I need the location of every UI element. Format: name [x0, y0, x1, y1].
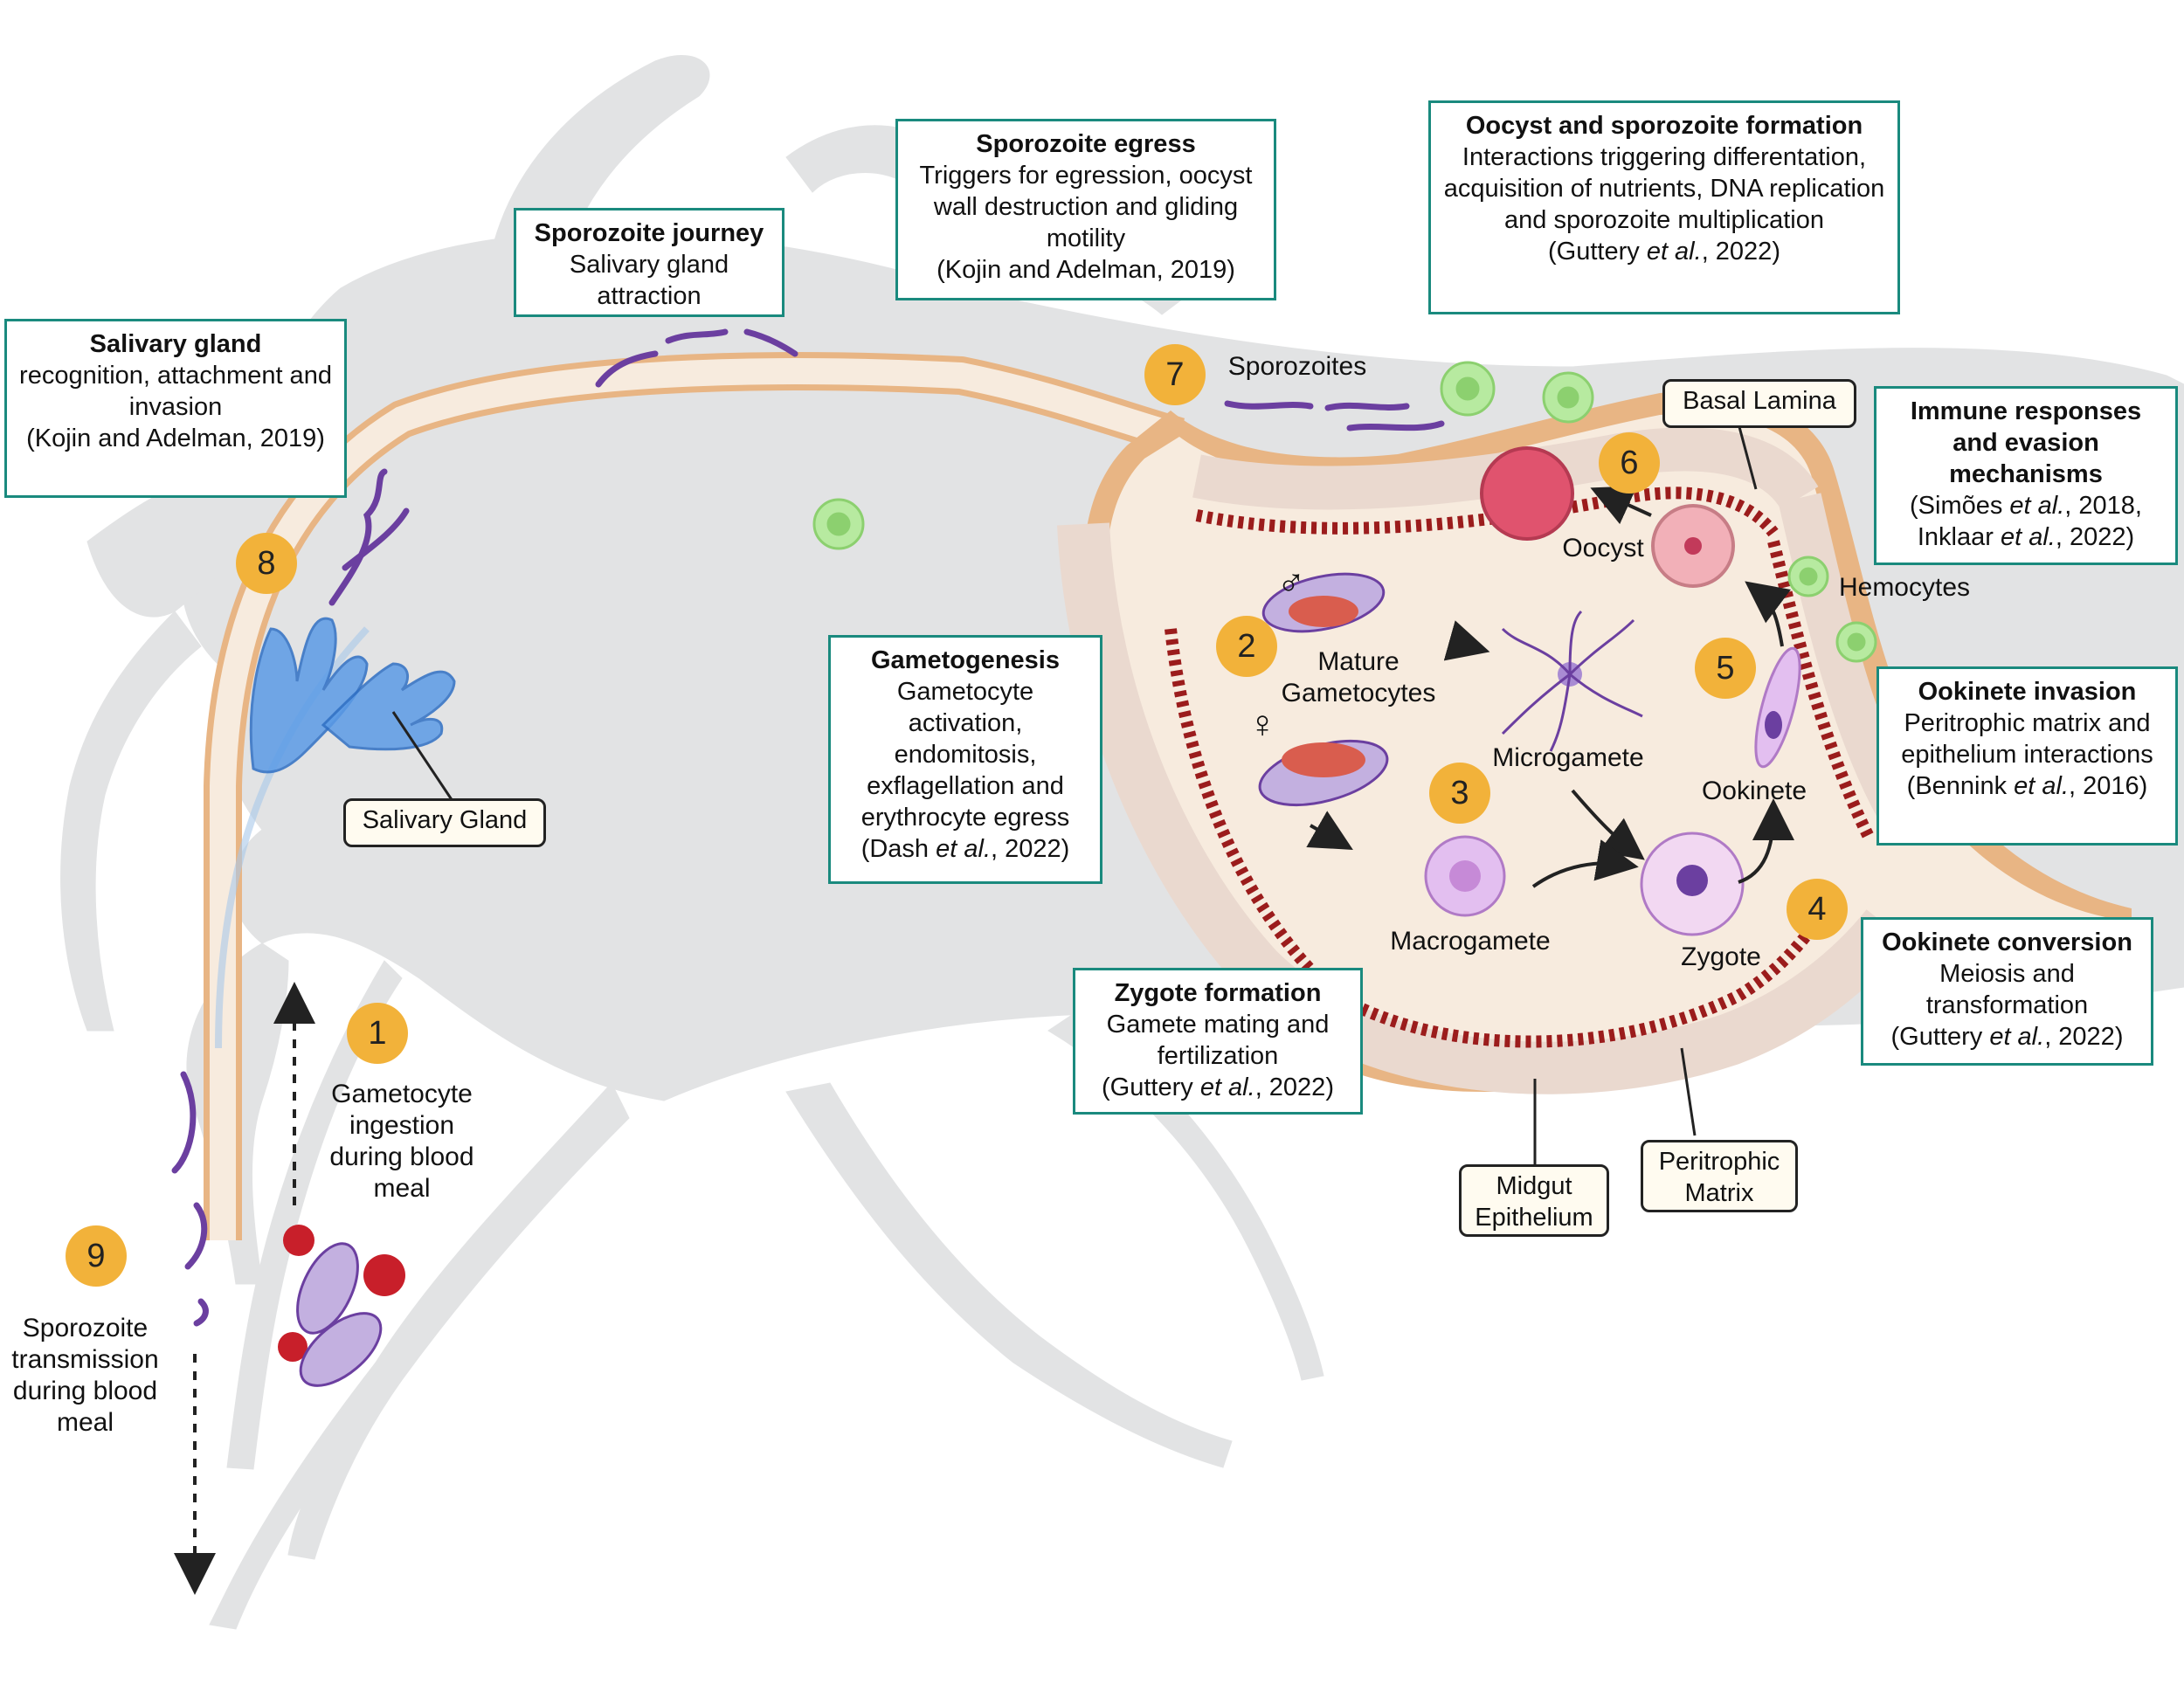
step-9-badge: 9	[66, 1225, 127, 1287]
peritrophic-matrix-label: Peritrophic Matrix	[1641, 1140, 1798, 1212]
arrows	[174, 486, 1794, 1595]
zygote-box-title: Zygote formation	[1114, 979, 1322, 1007]
hemocytes-text: Hemocytes	[1838, 573, 1971, 602]
immune-box-title: Immune responses and evasion mechanisms	[1910, 397, 2142, 488]
step-8-badge: 8	[236, 533, 297, 594]
invasion-box-title: Ookinete invasion	[1918, 678, 2137, 706]
immune-box-ref1: (Simões et al., 2018,	[1910, 492, 2142, 520]
conversion-box-content: Ookinete conversion Meiosis and transfor…	[1882, 928, 2132, 1019]
female-symbol: ♀	[1248, 703, 1277, 746]
sporozoite-egress-box: Sporozoite egress Triggers for egression…	[895, 119, 1276, 300]
parasite-stages	[1258, 572, 1801, 936]
salivary-gland-label: Salivary Gland	[343, 798, 546, 847]
zygote-box-ref: (Guttery et al., 2022)	[1102, 1073, 1334, 1101]
macrogamete-text: Macrogamete	[1390, 927, 1551, 956]
salivary-box-title: Salivary gland	[89, 330, 262, 358]
immune-box-ref2: Inklaar et al., 2022)	[1917, 523, 2135, 551]
oocysts	[1480, 446, 1735, 588]
salivary-box-body: recognition, attachment and invasion	[19, 362, 332, 421]
gametogenesis-box-ref: (Dash et al., 2022)	[860, 835, 1070, 863]
journey-box-title: Sporozoite journey	[534, 219, 764, 247]
oocyst-box-body: Interactions triggering differentation, …	[1443, 143, 1885, 234]
step-3-badge: 3	[1429, 763, 1490, 824]
sporozoite-journey-box: Sporozoite journey Salivary gland attrac…	[514, 208, 784, 317]
step-4-badge: 4	[1787, 879, 1848, 940]
basal-lamina-label: Basal Lamina	[1662, 379, 1856, 428]
ookinete-text: Ookinete	[1701, 777, 1807, 805]
oocyst-box-ref: (Guttery et al., 2022)	[1548, 238, 1780, 266]
oocyst-formation-box: Oocyst and sporozoite formation Interact…	[1428, 100, 1900, 314]
immune-responses-box: Immune responses and evasion mechanisms …	[1874, 386, 2178, 565]
zygote-box-body: Gamete mating and fertilization	[1106, 1011, 1330, 1070]
gametogenesis-box: Gametogenesis Gametocyte activation, end…	[828, 635, 1102, 884]
conversion-box-ref: (Guttery et al., 2022)	[1890, 1023, 2124, 1051]
invasion-box-ref: (Bennink et al., 2016)	[1906, 772, 2148, 800]
microgamete-text: Microgamete	[1492, 743, 1644, 772]
step-6-badge: 6	[1599, 432, 1660, 494]
ingestion-text: Gametocyte ingestion during blood meal	[329, 1080, 474, 1203]
transmission-text: Sporozoite transmission during blood mea…	[11, 1314, 159, 1437]
ookinete-conversion-box: Ookinete conversion Meiosis and transfor…	[1861, 917, 2153, 1066]
leader-lines	[391, 423, 1758, 1166]
invasion-box-body: Peritrophic matrix and epithelium intera…	[1901, 709, 2153, 769]
salivary-box-ref: (Kojin and Adelman, 2019)	[26, 424, 325, 452]
gametogenesis-box-title: Gametogenesis	[871, 646, 1060, 674]
egress-box-body: Triggers for egression, oocyst wall dest…	[919, 162, 1253, 252]
salivary-gland-box: Salivary gland recognition, attachment a…	[4, 319, 347, 498]
step-7-badge: 7	[1144, 344, 1206, 405]
midgut-epithelium-label: Midgut Epithelium	[1459, 1164, 1609, 1237]
gametogenesis-box-body: Gametocyte activation, endomitosis, exfl…	[860, 678, 1070, 832]
step-5-badge: 5	[1695, 638, 1756, 699]
step-2-badge: 2	[1216, 616, 1277, 677]
step-1-badge: 1	[347, 1003, 408, 1064]
oocyst-text: Oocyst	[1562, 534, 1644, 563]
egress-box-ref: (Kojin and Adelman, 2019)	[936, 256, 1235, 284]
egress-box-title: Sporozoite egress	[976, 130, 1196, 158]
zygote-text: Zygote	[1681, 942, 1761, 971]
male-symbol: ♂	[1276, 562, 1306, 604]
salivary-gland	[249, 617, 456, 774]
journey-box-body: Salivary gland attraction	[569, 251, 729, 310]
hemocytes	[812, 361, 1877, 663]
red-blood-cells	[278, 1225, 405, 1387]
sporozoites	[171, 328, 1445, 1327]
ookinete-invasion-box: Ookinete invasion Peritrophic matrix and…	[1876, 666, 2178, 846]
sporozoites-text: Sporozoites	[1227, 352, 1367, 381]
zygote-formation-box: Zygote formation Gamete mating and ferti…	[1073, 968, 1363, 1115]
mature-gametocytes-text: Mature Gametocytes	[1281, 647, 1436, 708]
oocyst-box-title: Oocyst and sporozoite formation	[1465, 112, 1863, 140]
